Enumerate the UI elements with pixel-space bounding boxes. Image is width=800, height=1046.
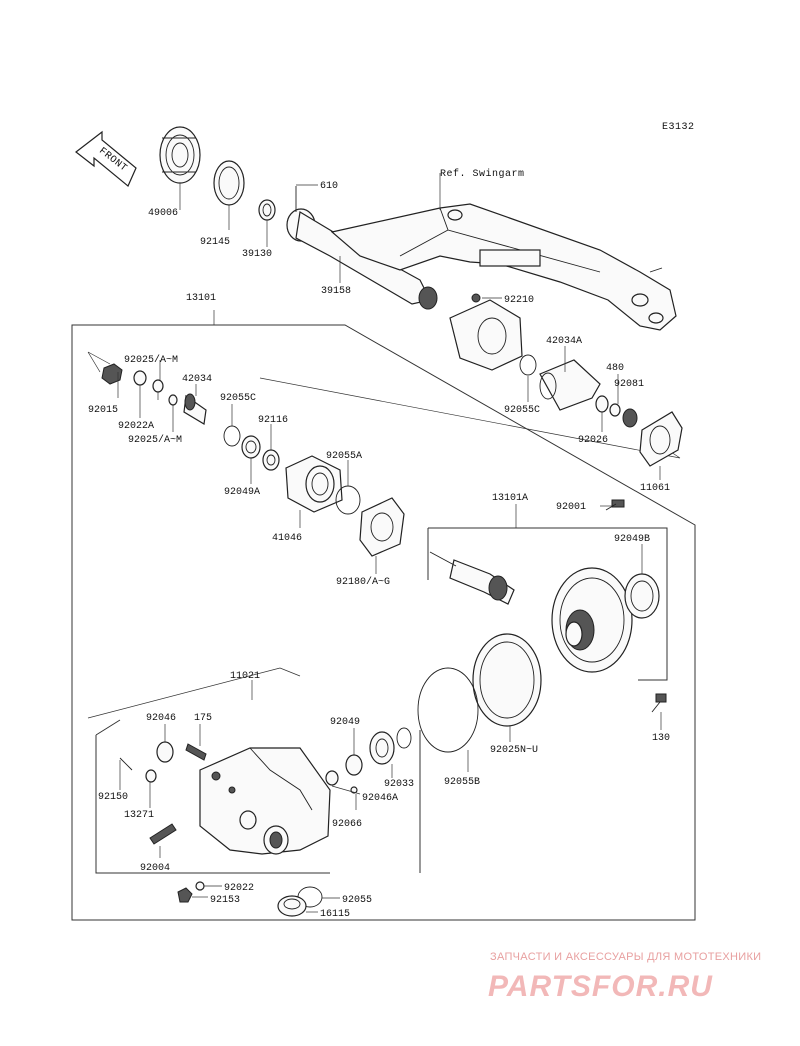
bush-13271 <box>145 769 157 783</box>
final-case-11021 <box>199 747 331 855</box>
callout-92046a[interactable]: 92046A <box>362 793 398 804</box>
callout-92055[interactable]: 92055 <box>342 895 372 906</box>
callout-42034[interactable]: 42034 <box>182 374 212 385</box>
joint-42034a <box>539 359 601 411</box>
bolt-92153 <box>177 887 193 903</box>
watermark: ЗАПЧАСТИ И АКСЕССУАРЫ ДЛЯ МОТОТЕХНИКИ PA… <box>488 951 761 1003</box>
callout-13101[interactable]: 13101 <box>186 293 216 304</box>
callout-13101a[interactable]: 13101A <box>492 493 528 504</box>
callout-92025am-bottom[interactable]: 92025/A~M <box>128 434 182 446</box>
washer-92022a <box>133 370 147 386</box>
callout-11021[interactable]: 11021 <box>230 671 260 682</box>
circlip-92033-ring <box>396 727 412 749</box>
clamp-92145 <box>213 160 245 206</box>
callout-39158[interactable]: 39158 <box>321 286 351 297</box>
coupling-42034 <box>183 393 207 425</box>
callout-92055b[interactable]: 92055B <box>444 777 480 788</box>
ring-39130 <box>258 199 276 221</box>
gasket-11061 <box>639 411 683 467</box>
shim-92025-top <box>152 379 164 393</box>
shim-92180 <box>359 497 405 557</box>
callout-92022a[interactable]: 92022A <box>118 421 154 432</box>
bearing-92049 <box>345 754 363 776</box>
watermark-brand: PARTSFOR.RU <box>488 970 713 1003</box>
assembly-box-11021 <box>95 719 421 874</box>
callout-42034a[interactable]: 42034A <box>546 336 582 347</box>
assembly-box-13101 <box>71 324 696 921</box>
washer-92022 <box>195 881 205 891</box>
callout-49006[interactable]: 49006 <box>148 208 178 219</box>
leader-lines <box>117 173 662 913</box>
watermark-subtitle: ЗАПЧАСТИ И АКСЕССУАРЫ ДЛЯ МОТОТЕХНИКИ <box>490 951 761 963</box>
washer-92026 <box>595 395 609 413</box>
callout-92022[interactable]: 92022 <box>224 883 254 894</box>
ring-gear <box>551 567 633 673</box>
shim-92025nu <box>472 633 542 727</box>
callout-92153[interactable]: 92153 <box>210 895 240 906</box>
callout-92026[interactable]: 92026 <box>578 435 608 446</box>
callout-92055c-right[interactable]: 92055C <box>504 405 540 416</box>
callout-92049a[interactable]: 92049A <box>224 487 260 498</box>
nut-92015 <box>101 363 123 385</box>
callout-92049b[interactable]: 92049B <box>614 534 650 545</box>
callout-92015[interactable]: 92015 <box>88 405 118 416</box>
ring-480 <box>609 403 621 417</box>
spacer-92116 <box>262 449 280 471</box>
callout-92049[interactable]: 92049 <box>330 717 360 728</box>
bearing-92049a <box>241 435 261 459</box>
callout-16115[interactable]: 16115 <box>320 909 350 920</box>
callout-92025nu[interactable]: 92025N~U <box>490 745 538 756</box>
bolt-130 <box>651 693 667 713</box>
spring-92081 <box>622 408 638 428</box>
callout-39130[interactable]: 39130 <box>242 249 272 260</box>
bolt-92001 <box>605 499 625 511</box>
bolt-92150 <box>119 757 133 771</box>
callout-92055c-left[interactable]: 92055C <box>220 393 256 404</box>
boot-49006 <box>159 126 201 184</box>
oring-92055b <box>417 667 479 753</box>
bush-92046a <box>325 770 339 786</box>
callout-92066[interactable]: 92066 <box>332 819 362 830</box>
callout-130[interactable]: 130 <box>652 733 670 744</box>
callout-92001[interactable]: 92001 <box>556 502 586 513</box>
callout-92210[interactable]: 92210 <box>504 295 534 306</box>
callout-92145[interactable]: 92145 <box>200 237 230 248</box>
callout-13271[interactable]: 13271 <box>124 810 154 821</box>
ref-swingarm-label: Ref. Swingarm <box>440 168 525 180</box>
oring-92055c-right <box>519 354 537 376</box>
callout-41046[interactable]: 41046 <box>272 533 302 544</box>
oring-92055c-left <box>223 425 241 447</box>
final-drive-flange <box>449 293 523 371</box>
callout-175[interactable]: 175 <box>194 713 212 724</box>
callout-92116[interactable]: 92116 <box>258 415 288 426</box>
callout-92055a[interactable]: 92055A <box>326 451 362 462</box>
bearing-92049b <box>624 573 660 619</box>
shim-92025-bottom <box>168 394 178 406</box>
gear-92033 <box>369 731 395 765</box>
callout-92180[interactable]: 92180/A~G <box>336 576 390 588</box>
callout-610[interactable]: 610 <box>320 181 338 192</box>
callout-92046[interactable]: 92046 <box>146 713 176 724</box>
assembly-box-13101a <box>427 527 668 681</box>
callout-92033[interactable]: 92033 <box>384 779 414 790</box>
callout-480[interactable]: 480 <box>606 363 624 374</box>
housing-41046 <box>285 455 343 513</box>
callout-92150[interactable]: 92150 <box>98 792 128 803</box>
stud-92004 <box>149 823 177 845</box>
callout-92081[interactable]: 92081 <box>614 379 644 390</box>
front-arrow-icon: FRONT <box>75 130 137 187</box>
stud-175 <box>185 743 207 761</box>
callout-11061[interactable]: 11061 <box>640 483 670 494</box>
bush-92046 <box>156 741 174 763</box>
callout-92025am-top[interactable]: 92025/A~M <box>124 354 178 366</box>
pinion-13101a <box>429 551 515 605</box>
swingarm <box>330 203 677 331</box>
cap-16115 <box>277 895 307 917</box>
diagram-code: E3132 <box>662 122 695 133</box>
callout-92004[interactable]: 92004 <box>140 863 170 874</box>
